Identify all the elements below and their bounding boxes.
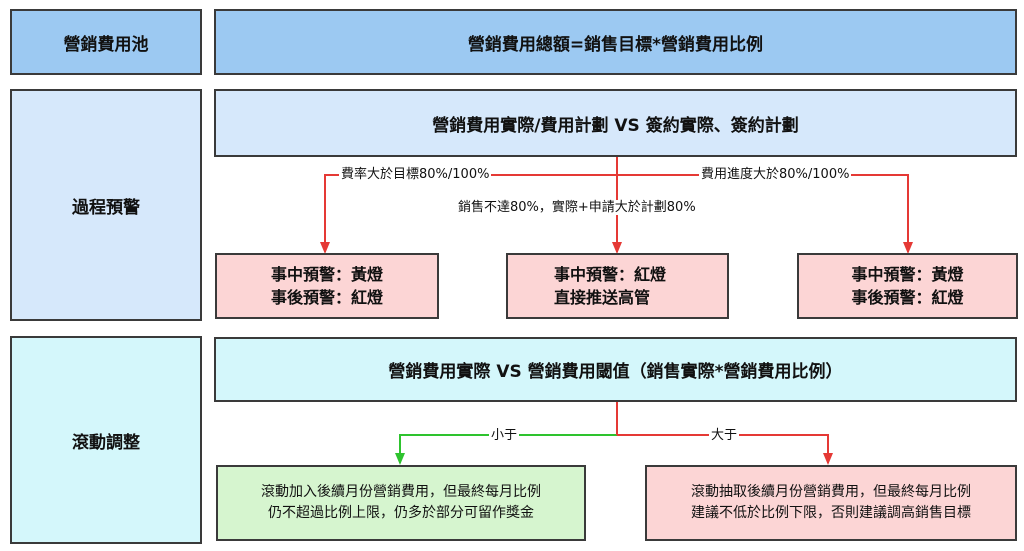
alert-right-line1: 事中預警：黃燈 [851,265,964,284]
process-title-box: 營銷費用實際/費用計劃 VS 簽約實際、簽約計劃 [214,89,1017,157]
alert-left-line2: 事後預警：紅燈 [270,288,383,307]
arrow-more-branch [617,434,833,465]
pool-label: 營銷費用池 [63,34,149,55]
condition-middle-label: 銷售不達80%，實際+申請大於計劃80% [456,200,698,215]
rolling-title-box: 營銷費用實際 VS 營銷費用閾值（銷售實際*營銷費用比例） [214,337,1017,402]
outcome-less-line2: 仍不超過比例上限，仍多於部分可留作獎金 [268,505,534,521]
condition-left-label: 費率大於目標80%/100% [339,167,492,182]
pool-formula: 營銷費用總額=銷售目標*營銷費用比例 [467,34,764,55]
rolling-label-box: 滾動調整 [10,336,202,544]
rolling-label: 滾動調整 [72,432,140,453]
alert-right-box: 事中預警：黃燈 事後預警：紅燈 [797,253,1018,319]
outcome-more-box: 滾動抽取後續月份營銷費用，但最終每月比例 建議不低於比例下限，否則建議調高銷售目… [645,465,1017,541]
branch-more-label: 大于 [709,428,740,443]
alert-left-box: 事中預警：黃燈 事後預警：紅燈 [215,253,439,319]
alert-middle-box: 事中預警：紅燈 直接推送高管 [506,253,729,319]
branch-less-label: 小于 [489,428,520,443]
outcome-less-box: 滾動加入後續月份營銷費用，但最終每月比例 仍不超過比例上限，仍多於部分可留作獎金 [216,465,586,541]
pool-label-box: 營銷費用池 [10,9,202,75]
alert-middle-line2: 直接推送高管 [554,288,651,307]
alert-left-line1: 事中預警：黃燈 [270,265,383,284]
process-label-box: 過程預警 [10,89,202,321]
outcome-more-line1: 滾動抽取後續月份營銷費用，但最終每月比例 [691,484,971,500]
outcome-less-line1: 滾動加入後續月份營銷費用，但最終每月比例 [261,484,541,500]
outcome-more-line2: 建議不低於比例下限，否則建議調高銷售目標 [691,505,971,521]
process-label: 過程預警 [72,197,140,218]
pool-formula-box: 營銷費用總額=銷售目標*營銷費用比例 [214,9,1017,75]
rolling-title: 營銷費用實際 VS 營銷費用閾值（銷售實際*營銷費用比例） [388,362,843,382]
alert-middle-line1: 事中預警：紅燈 [554,265,667,284]
alert-right-line2: 事後預警：紅燈 [851,288,964,307]
process-title: 營銷費用實際/費用計劃 VS 簽約實際、簽約計劃 [432,115,799,136]
condition-right-label: 費用進度大於80%/100% [699,167,852,182]
